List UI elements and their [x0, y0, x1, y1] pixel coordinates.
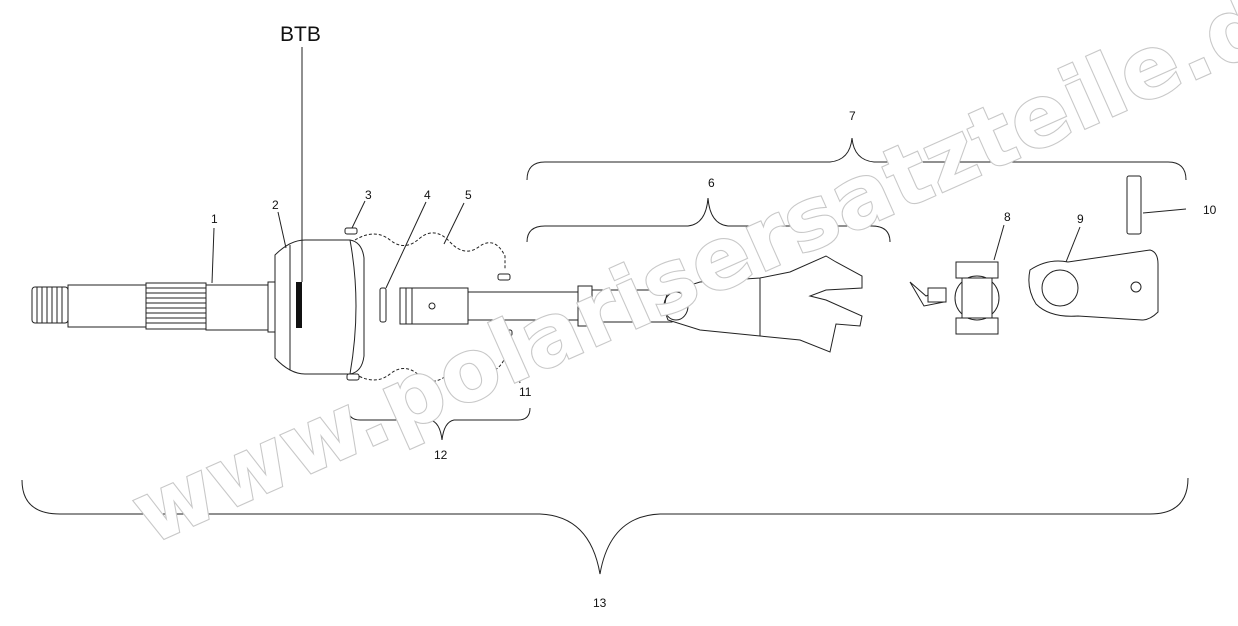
grease-fitting [909, 281, 947, 307]
callout-numbers: 1 2 3 4 5 6 7 8 9 10 11 12 13 [211, 109, 1217, 610]
callout-9: 9 [1077, 212, 1084, 226]
callout-8: 8 [1004, 210, 1011, 224]
btb-label: BTB [280, 23, 321, 46]
outer-cv-shaft [31, 281, 279, 333]
yoke-plate [1028, 249, 1159, 321]
callout-12: 12 [434, 448, 448, 462]
callout-10: 10 [1203, 203, 1217, 217]
snap-ring [379, 287, 387, 323]
callout-13: 13 [593, 596, 607, 610]
bracket-13 [21, 477, 1189, 575]
cv-boot [344, 227, 506, 382]
bracket-7 [526, 137, 1187, 181]
callout-6: 6 [708, 176, 715, 190]
cv-joint-housing [274, 239, 365, 375]
leader-lines [211, 200, 1187, 384]
bracket-6 [526, 197, 891, 243]
bracket-12 [347, 407, 531, 441]
callout-3: 3 [365, 188, 372, 202]
callout-11: 11 [519, 385, 532, 399]
callout-1: 1 [211, 212, 218, 226]
u-joint-cross [954, 261, 1000, 335]
callout-4: 4 [424, 188, 431, 202]
pin [1126, 175, 1142, 235]
callout-5: 5 [465, 188, 472, 202]
callout-2: 2 [272, 198, 279, 212]
callout-7: 7 [849, 109, 856, 123]
yoke [663, 255, 863, 353]
